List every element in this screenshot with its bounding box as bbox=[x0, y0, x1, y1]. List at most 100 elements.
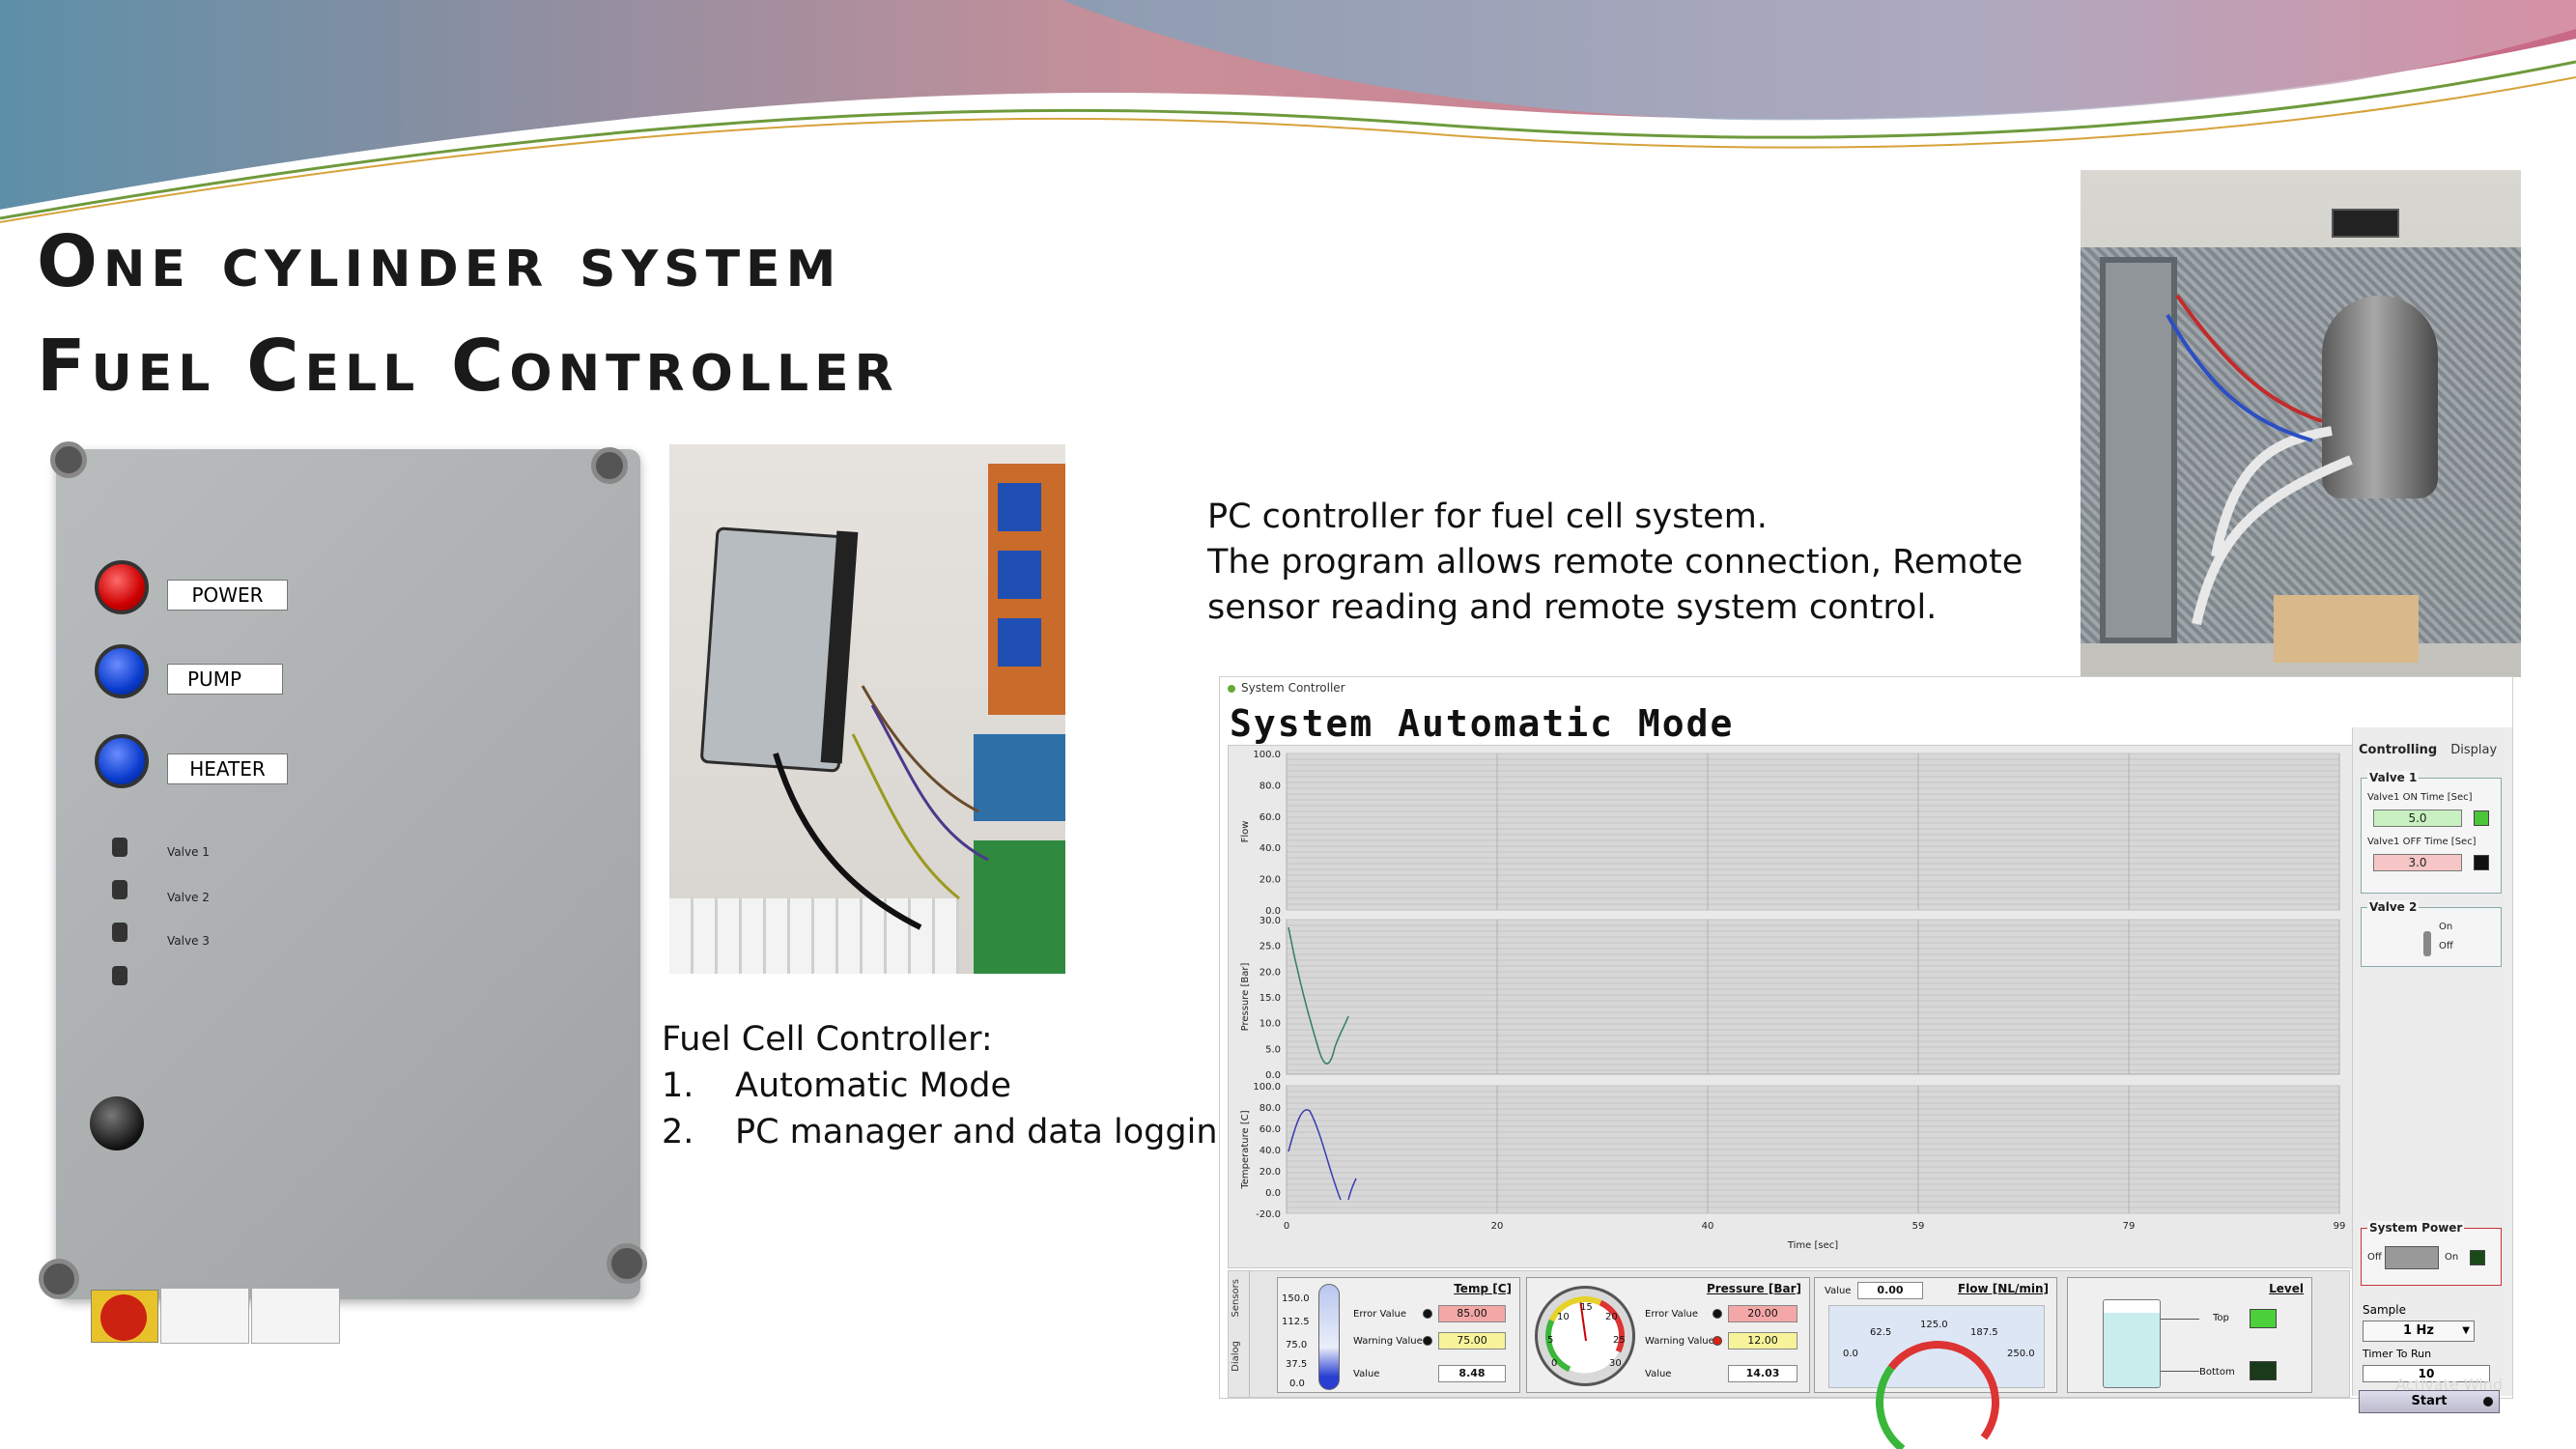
pressure-dial-label: 30 bbox=[1609, 1358, 1622, 1369]
timer-label: Timer To Run bbox=[2363, 1348, 2432, 1360]
pressure-warning-value[interactable]: 12.00 bbox=[1728, 1332, 1798, 1350]
power-button-lamp bbox=[95, 560, 149, 614]
y-tick-label: 30.0 bbox=[1260, 916, 1281, 926]
pressure-error-label: Error Value bbox=[1645, 1309, 1699, 1320]
valve1-off-label: Valve1 OFF Time [Sec] bbox=[2367, 837, 2477, 847]
valve1-off-input[interactable]: 3.0 bbox=[2373, 854, 2462, 871]
temp-scale-label: 75.0 bbox=[1286, 1340, 1308, 1350]
valve-switch bbox=[112, 880, 127, 899]
slide-title-line2: Fuel Cell Controller bbox=[37, 325, 899, 408]
y-axis-label: Flow bbox=[1240, 821, 1251, 843]
screw-icon bbox=[607, 1243, 647, 1284]
terminal-block bbox=[974, 840, 1065, 974]
timer-input[interactable]: 10 bbox=[2363, 1365, 2490, 1382]
power-off-label: Off bbox=[2367, 1252, 2382, 1263]
level-bottom-label: Bottom bbox=[2199, 1367, 2235, 1378]
valve1-title: Valve 1 bbox=[2367, 771, 2420, 784]
flow-dial-label: 250.0 bbox=[2007, 1349, 2035, 1359]
list-item: 2. PC manager and data logging bbox=[662, 1109, 1239, 1155]
temp-scale-label: 0.0 bbox=[1289, 1378, 1305, 1389]
panel-display bbox=[2332, 209, 2399, 238]
y-tick-label: 5.0 bbox=[1265, 1044, 1281, 1055]
y-tick-label: 10.0 bbox=[1260, 1019, 1281, 1030]
temp-panel: Temp [C] 150.0 112.5 75.0 37.5 0.0 Error… bbox=[1277, 1277, 1520, 1393]
window-titlebar: System Controller bbox=[1220, 677, 2512, 698]
flow-value: 0.00 bbox=[1857, 1282, 1923, 1299]
valve2-toggle[interactable] bbox=[2423, 931, 2431, 956]
pressure-panel: Pressure [Bar] 0 5 10 15 20 25 30 Error … bbox=[1526, 1277, 1810, 1393]
temp-warning-value[interactable]: 75.00 bbox=[1438, 1332, 1506, 1350]
y-tick-label: 20.0 bbox=[1260, 1167, 1281, 1178]
x-tick-label: 59 bbox=[1912, 1221, 1925, 1232]
sample-label: Sample bbox=[2363, 1303, 2406, 1317]
pressure-error-value[interactable]: 20.00 bbox=[1728, 1305, 1798, 1322]
valve2-off-label: Off bbox=[2439, 941, 2453, 952]
temp-error-value[interactable]: 85.00 bbox=[1438, 1305, 1506, 1322]
temp-header: Temp [C] bbox=[1454, 1282, 1512, 1295]
temp-value-label: Value bbox=[1353, 1369, 1380, 1379]
level-top-led bbox=[2250, 1309, 2277, 1328]
tab-dialog[interactable]: Dialog bbox=[1231, 1341, 1241, 1372]
valve-switch bbox=[112, 923, 127, 942]
level-header: Level bbox=[2269, 1282, 2304, 1295]
control-sidebar: Controlling Display Valve 1 Valve1 ON Ti… bbox=[2352, 727, 2512, 1413]
fc-caption-heading: Fuel Cell Controller: bbox=[662, 1020, 993, 1059]
list-item: 1. Automatic Mode bbox=[662, 1063, 1239, 1109]
y-tick-label: 100.0 bbox=[1253, 750, 1281, 760]
power-label: POWER bbox=[167, 580, 288, 611]
slide-title-line1: One cylinder system bbox=[37, 220, 842, 303]
y-axis-label: Pressure [Bar] bbox=[1240, 963, 1251, 1032]
power-socket bbox=[251, 1288, 340, 1344]
y-tick-label: 60.0 bbox=[1260, 812, 1281, 823]
pressure-header: Pressure [Bar] bbox=[1706, 1282, 1801, 1295]
pressure-trace bbox=[1288, 926, 1349, 1065]
pressure-value-label: Value bbox=[1645, 1369, 1672, 1379]
pressure-dial-label: 10 bbox=[1557, 1312, 1570, 1322]
pressure-warning-label: Warning Value bbox=[1645, 1336, 1714, 1347]
level-top-label: Top bbox=[2213, 1313, 2229, 1323]
y-tick-label: -20.0 bbox=[1256, 1209, 1281, 1220]
flow-panel: Value 0.00 Flow [NL/min] 0.0 62.5 125.0 … bbox=[1814, 1277, 2057, 1449]
pressure-value: 14.03 bbox=[1728, 1365, 1798, 1382]
pc-caption-line1: PC controller for fuel cell system. bbox=[1207, 497, 1768, 536]
y-tick-label: 15.0 bbox=[1260, 993, 1281, 1004]
flow-dial-label: 125.0 bbox=[1920, 1320, 1948, 1330]
y-tick-label: 20.0 bbox=[1260, 967, 1281, 978]
system-controller-window: System Controller System Automatic Mode … bbox=[1219, 676, 2513, 1449]
pressure-dial-label: 25 bbox=[1613, 1335, 1626, 1346]
valve-label: Valve 3 bbox=[167, 934, 210, 948]
electronics-photo bbox=[669, 444, 1065, 974]
window-title: System Controller bbox=[1241, 681, 1345, 695]
pressure-dial-label: 20 bbox=[1605, 1312, 1618, 1322]
y-tick-label: 0.0 bbox=[1265, 1070, 1281, 1081]
y-tick-label: 40.0 bbox=[1260, 843, 1281, 854]
sample-value: 1 Hz bbox=[2402, 1323, 2435, 1338]
x-tick-label: 79 bbox=[2123, 1221, 2136, 1232]
sample-select[interactable]: 1 Hz ▼ bbox=[2363, 1321, 2475, 1342]
tab-display[interactable]: Display bbox=[2450, 743, 2498, 757]
flow-header: Flow [NL/min] bbox=[1957, 1282, 2049, 1295]
temperature-trace bbox=[1288, 1109, 1357, 1201]
x-tick-label: 0 bbox=[1284, 1221, 1289, 1232]
power-switch[interactable] bbox=[2385, 1246, 2439, 1269]
tab-sensors[interactable]: Sensors bbox=[1231, 1279, 1241, 1318]
valve-label: Valve 2 bbox=[167, 891, 210, 904]
valve1-on-input[interactable]: 5.0 bbox=[2373, 810, 2462, 827]
valve1-group: Valve 1 Valve1 ON Time [Sec] 5.0 Valve1 … bbox=[2361, 771, 2502, 894]
wave-banner bbox=[0, 0, 2576, 223]
pc-caption-line3: sensor reading and remote system control… bbox=[1207, 588, 1938, 627]
valve2-group: Valve 2 On Off bbox=[2361, 900, 2502, 967]
screw-icon bbox=[39, 1259, 79, 1299]
x-tick-label: 99 bbox=[2334, 1221, 2346, 1232]
level-bottom-led bbox=[2250, 1361, 2277, 1380]
list-text: Automatic Mode bbox=[735, 1066, 1011, 1105]
pressure-dial-label: 15 bbox=[1580, 1302, 1593, 1313]
pressure-dial-label: 0 bbox=[1551, 1358, 1558, 1369]
fuel-cell-caption: Fuel Cell Controller: 1. Automatic Mode … bbox=[662, 1016, 1239, 1155]
start-button[interactable]: Start bbox=[2359, 1390, 2500, 1413]
list-number: 1. bbox=[662, 1066, 694, 1105]
emergency-stop-button bbox=[100, 1294, 147, 1341]
tab-controlling[interactable]: Controlling bbox=[2359, 743, 2438, 757]
